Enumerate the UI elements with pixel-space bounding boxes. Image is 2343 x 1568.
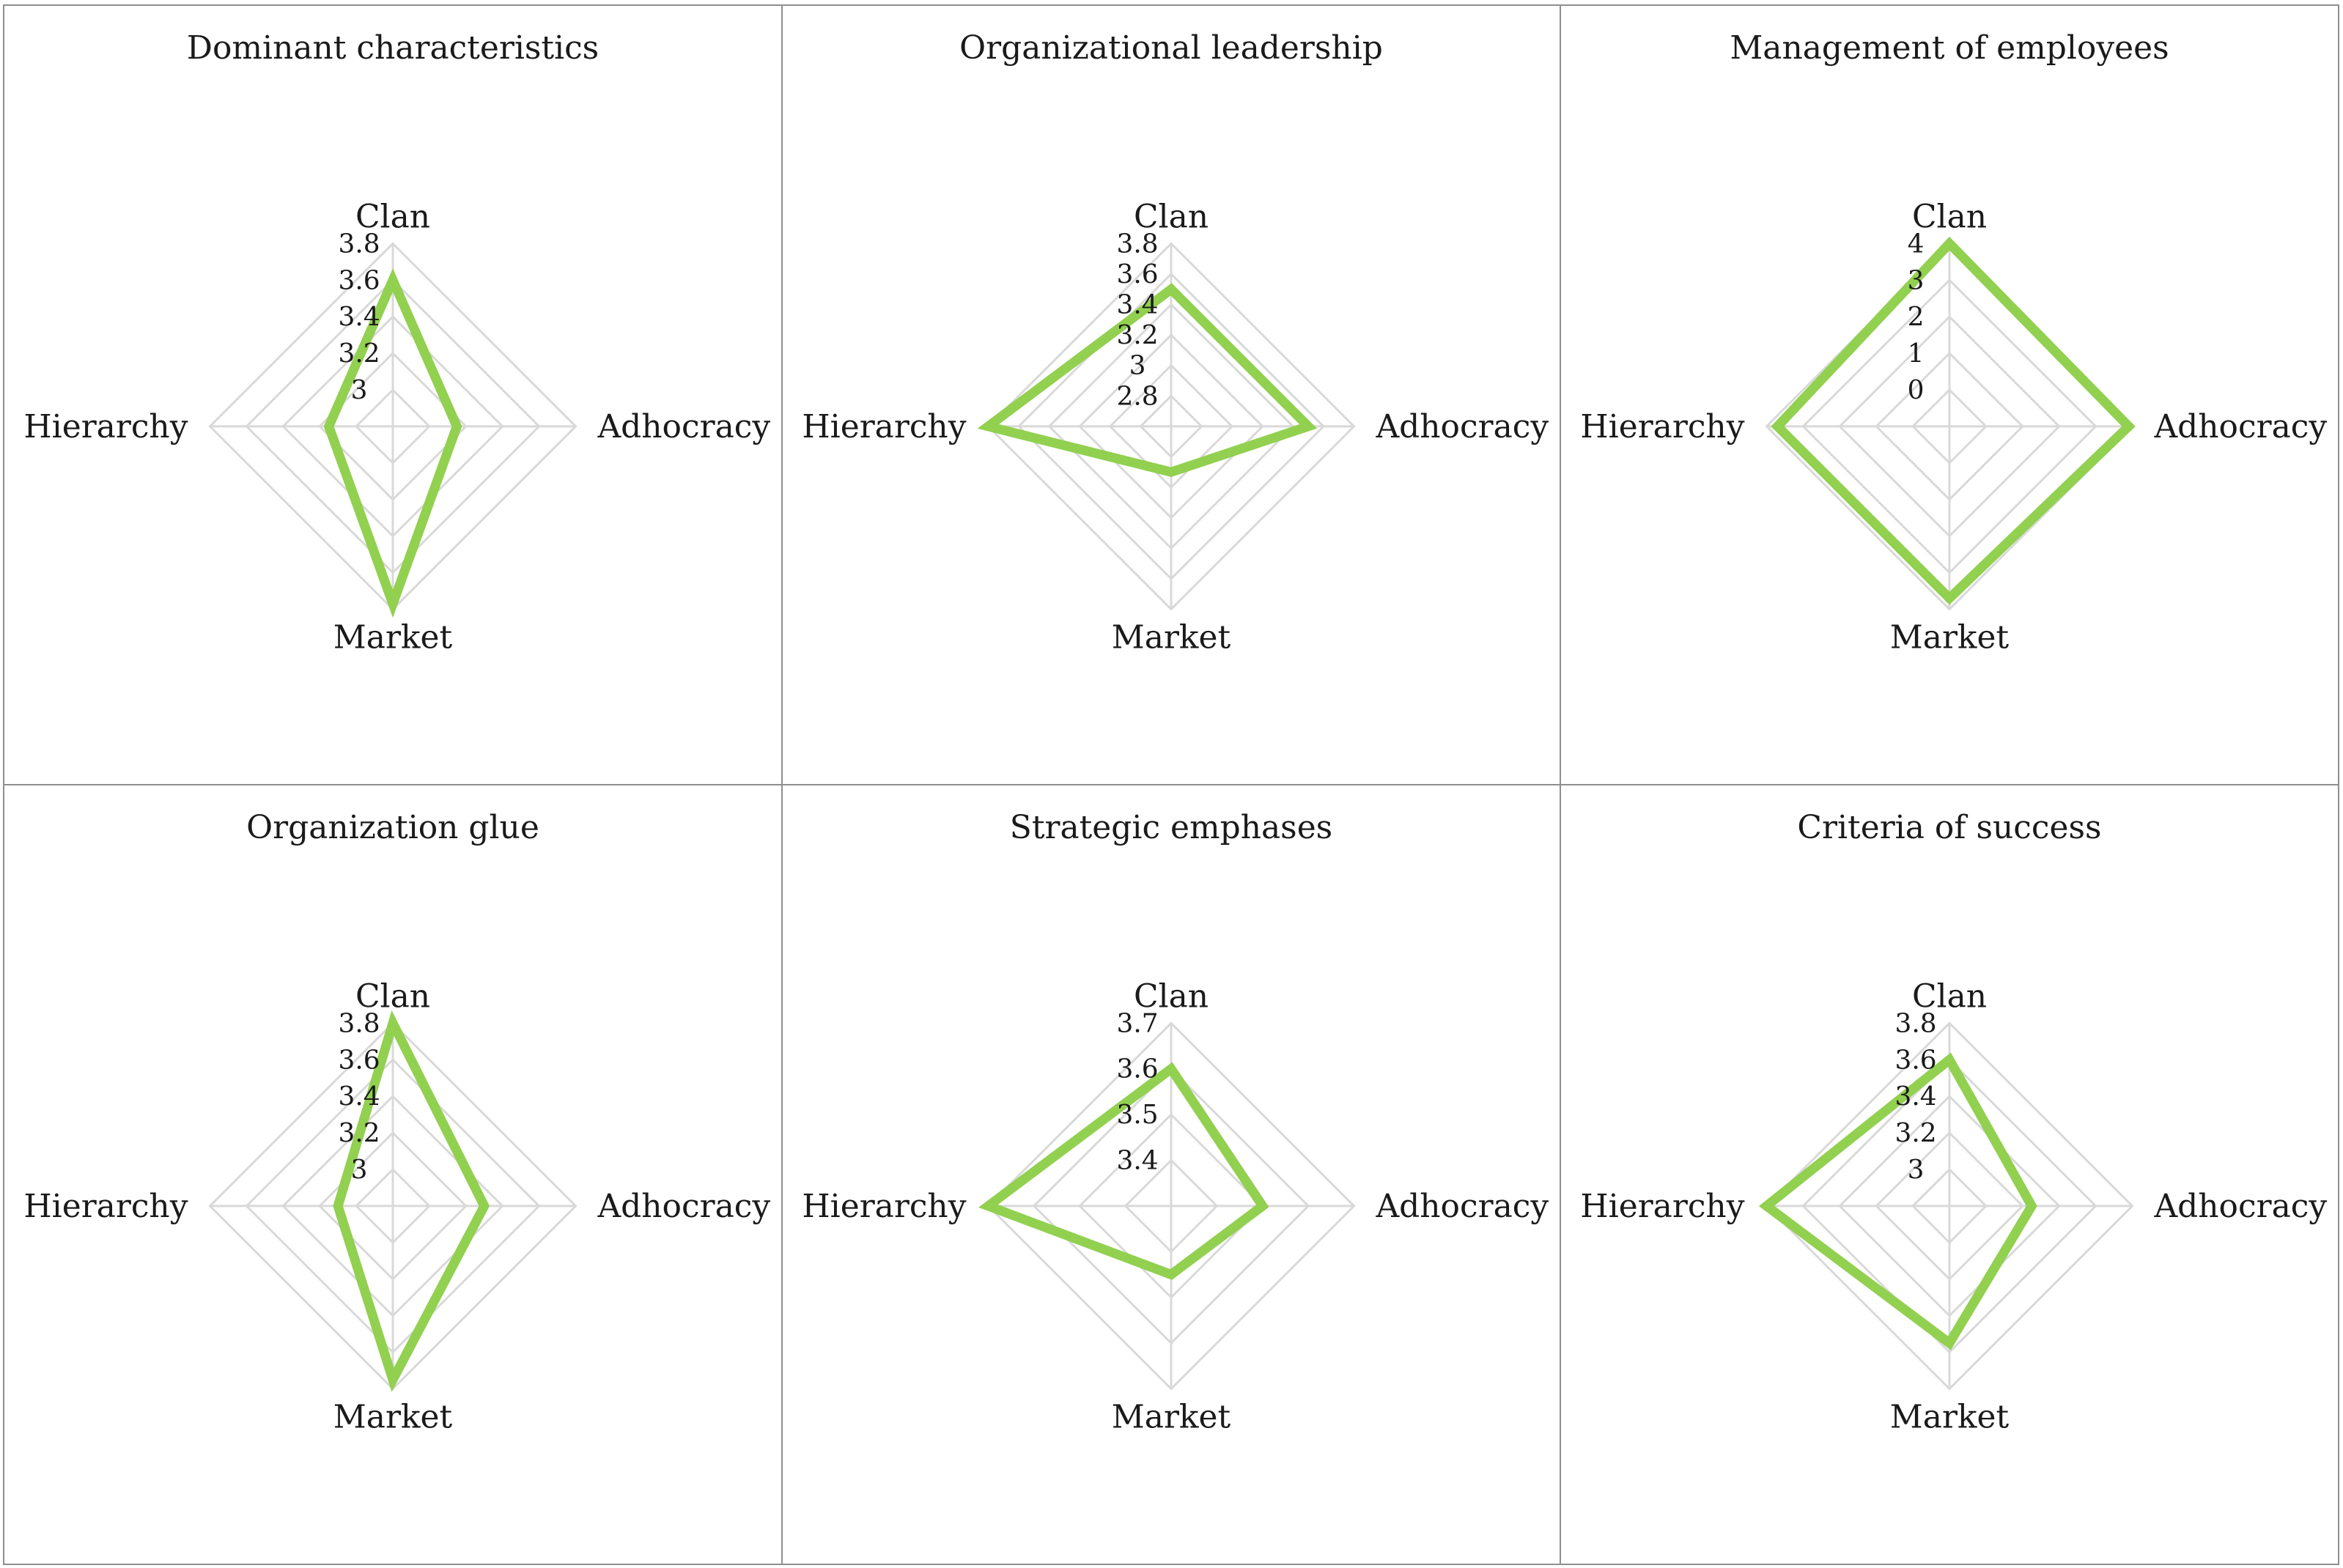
tick-label: 3.4 [339, 1081, 380, 1112]
chart-title: Organizational leadership [959, 29, 1383, 67]
tick-label: 3.8 [339, 229, 380, 259]
tick-label: 3.2 [339, 339, 380, 369]
chart-title: Strategic emphases [1010, 809, 1332, 846]
category-label: Hierarchy [23, 408, 188, 445]
tick-label: 3.6 [1895, 1045, 1937, 1075]
tick-label: 3.7 [1117, 1008, 1159, 1038]
radar-chart: Organizational leadership 2.833.23.43.63… [802, 29, 1549, 656]
radar-grid [1765, 242, 2134, 611]
category-label: Clan [355, 198, 430, 235]
tick-label: 3 [351, 375, 368, 405]
category-label: Market [333, 618, 453, 656]
radar-grid [1765, 1021, 2134, 1391]
category-label: Hierarchy [1580, 1188, 1744, 1225]
series-line [978, 1062, 1269, 1280]
category-label: Adhocracy [1375, 1188, 1549, 1225]
tick-label: 3.6 [1117, 259, 1159, 289]
radar-chart: Criteria of success 3 3.2 3.4 3.6 3.8ClanAdh… [1580, 809, 2327, 1435]
category-label: Market [1890, 1398, 2010, 1435]
tick-label: 3.8 [339, 1008, 380, 1038]
series-line [1771, 237, 2136, 605]
category-label: Hierarchy [802, 1188, 966, 1225]
tick-label: 3.2 [1895, 1118, 1937, 1148]
tick-label: 2 [1908, 302, 1925, 332]
category-label: Market [1112, 1398, 1231, 1435]
category-label: Market [1112, 618, 1231, 656]
radar-chart: Strategic emphases 3.4 3.5 3.6 3.7ClanAdhoc… [802, 809, 1549, 1435]
tick-label: 3 [1129, 351, 1146, 381]
category-label: Adhocracy [2153, 408, 2327, 445]
chart-title: Management of employees [1730, 29, 2169, 67]
category-label: Adhocracy [1375, 408, 1549, 445]
tick-label: 2.8 [1117, 381, 1159, 411]
tick-label: 3.8 [1895, 1008, 1937, 1038]
chart-title: Criteria of success [1797, 809, 2101, 846]
radar-grid [208, 1021, 578, 1391]
chart-title: Organization glue [246, 809, 539, 846]
tick-label: 3.6 [339, 265, 380, 295]
category-label: Market [1890, 618, 2010, 656]
category-label: Clan [1134, 198, 1209, 235]
tick-label: 3.4 [1895, 1081, 1937, 1112]
tick-label: 3 [351, 1155, 368, 1185]
tick-label: 4 [1908, 229, 1925, 259]
radar-chart: Dominant characteristics 3 3.2 3.4 3.6 3.8Cl… [23, 29, 770, 656]
tick-label: 3.8 [1117, 229, 1159, 259]
tick-label: 3.6 [339, 1045, 380, 1075]
category-label: Clan [1912, 977, 1987, 1015]
chart-title: Dominant characteristics [187, 29, 599, 67]
series-line [333, 1010, 490, 1392]
tick-label: 1 [1908, 339, 1925, 369]
tick-label: 3.5 [1117, 1100, 1159, 1130]
radar-grid [986, 1021, 1356, 1391]
category-label: Clan [1912, 198, 1987, 235]
series-line [1758, 1052, 2037, 1350]
radar-grid [986, 242, 1356, 611]
category-label: Hierarchy [1580, 408, 1744, 445]
tick-label: 3.4 [1117, 1146, 1159, 1176]
category-label: Adhocracy [2153, 1188, 2327, 1225]
category-label: Clan [355, 977, 430, 1015]
series-line [323, 268, 462, 618]
category-label: Adhocracy [597, 408, 770, 445]
category-label: Hierarchy [23, 1188, 188, 1225]
tick-label: 3 [1908, 1155, 1925, 1185]
radar-chart: Organization glue 3 3.2 3.4 3.6 3.8ClanAdhoc… [23, 809, 770, 1435]
series-line [977, 283, 1318, 478]
tick-label: 0 [1908, 375, 1925, 405]
tick-label: 3.4 [339, 302, 380, 332]
category-label: Market [333, 1398, 453, 1435]
radar-grid [208, 242, 578, 611]
tick-label: 3.2 [339, 1118, 380, 1148]
tick-label: 3.6 [1117, 1054, 1159, 1084]
category-label: Clan [1134, 977, 1209, 1015]
category-label: Adhocracy [597, 1188, 770, 1225]
tick-label: 3.2 [1117, 320, 1159, 350]
tick-label: 3.4 [1117, 290, 1159, 320]
radar-chart: Management of employees 0 1 2 3 4ClanAdhocra… [1580, 29, 2327, 656]
tick-label: 3 [1908, 265, 1925, 295]
category-label: Hierarchy [802, 408, 966, 445]
